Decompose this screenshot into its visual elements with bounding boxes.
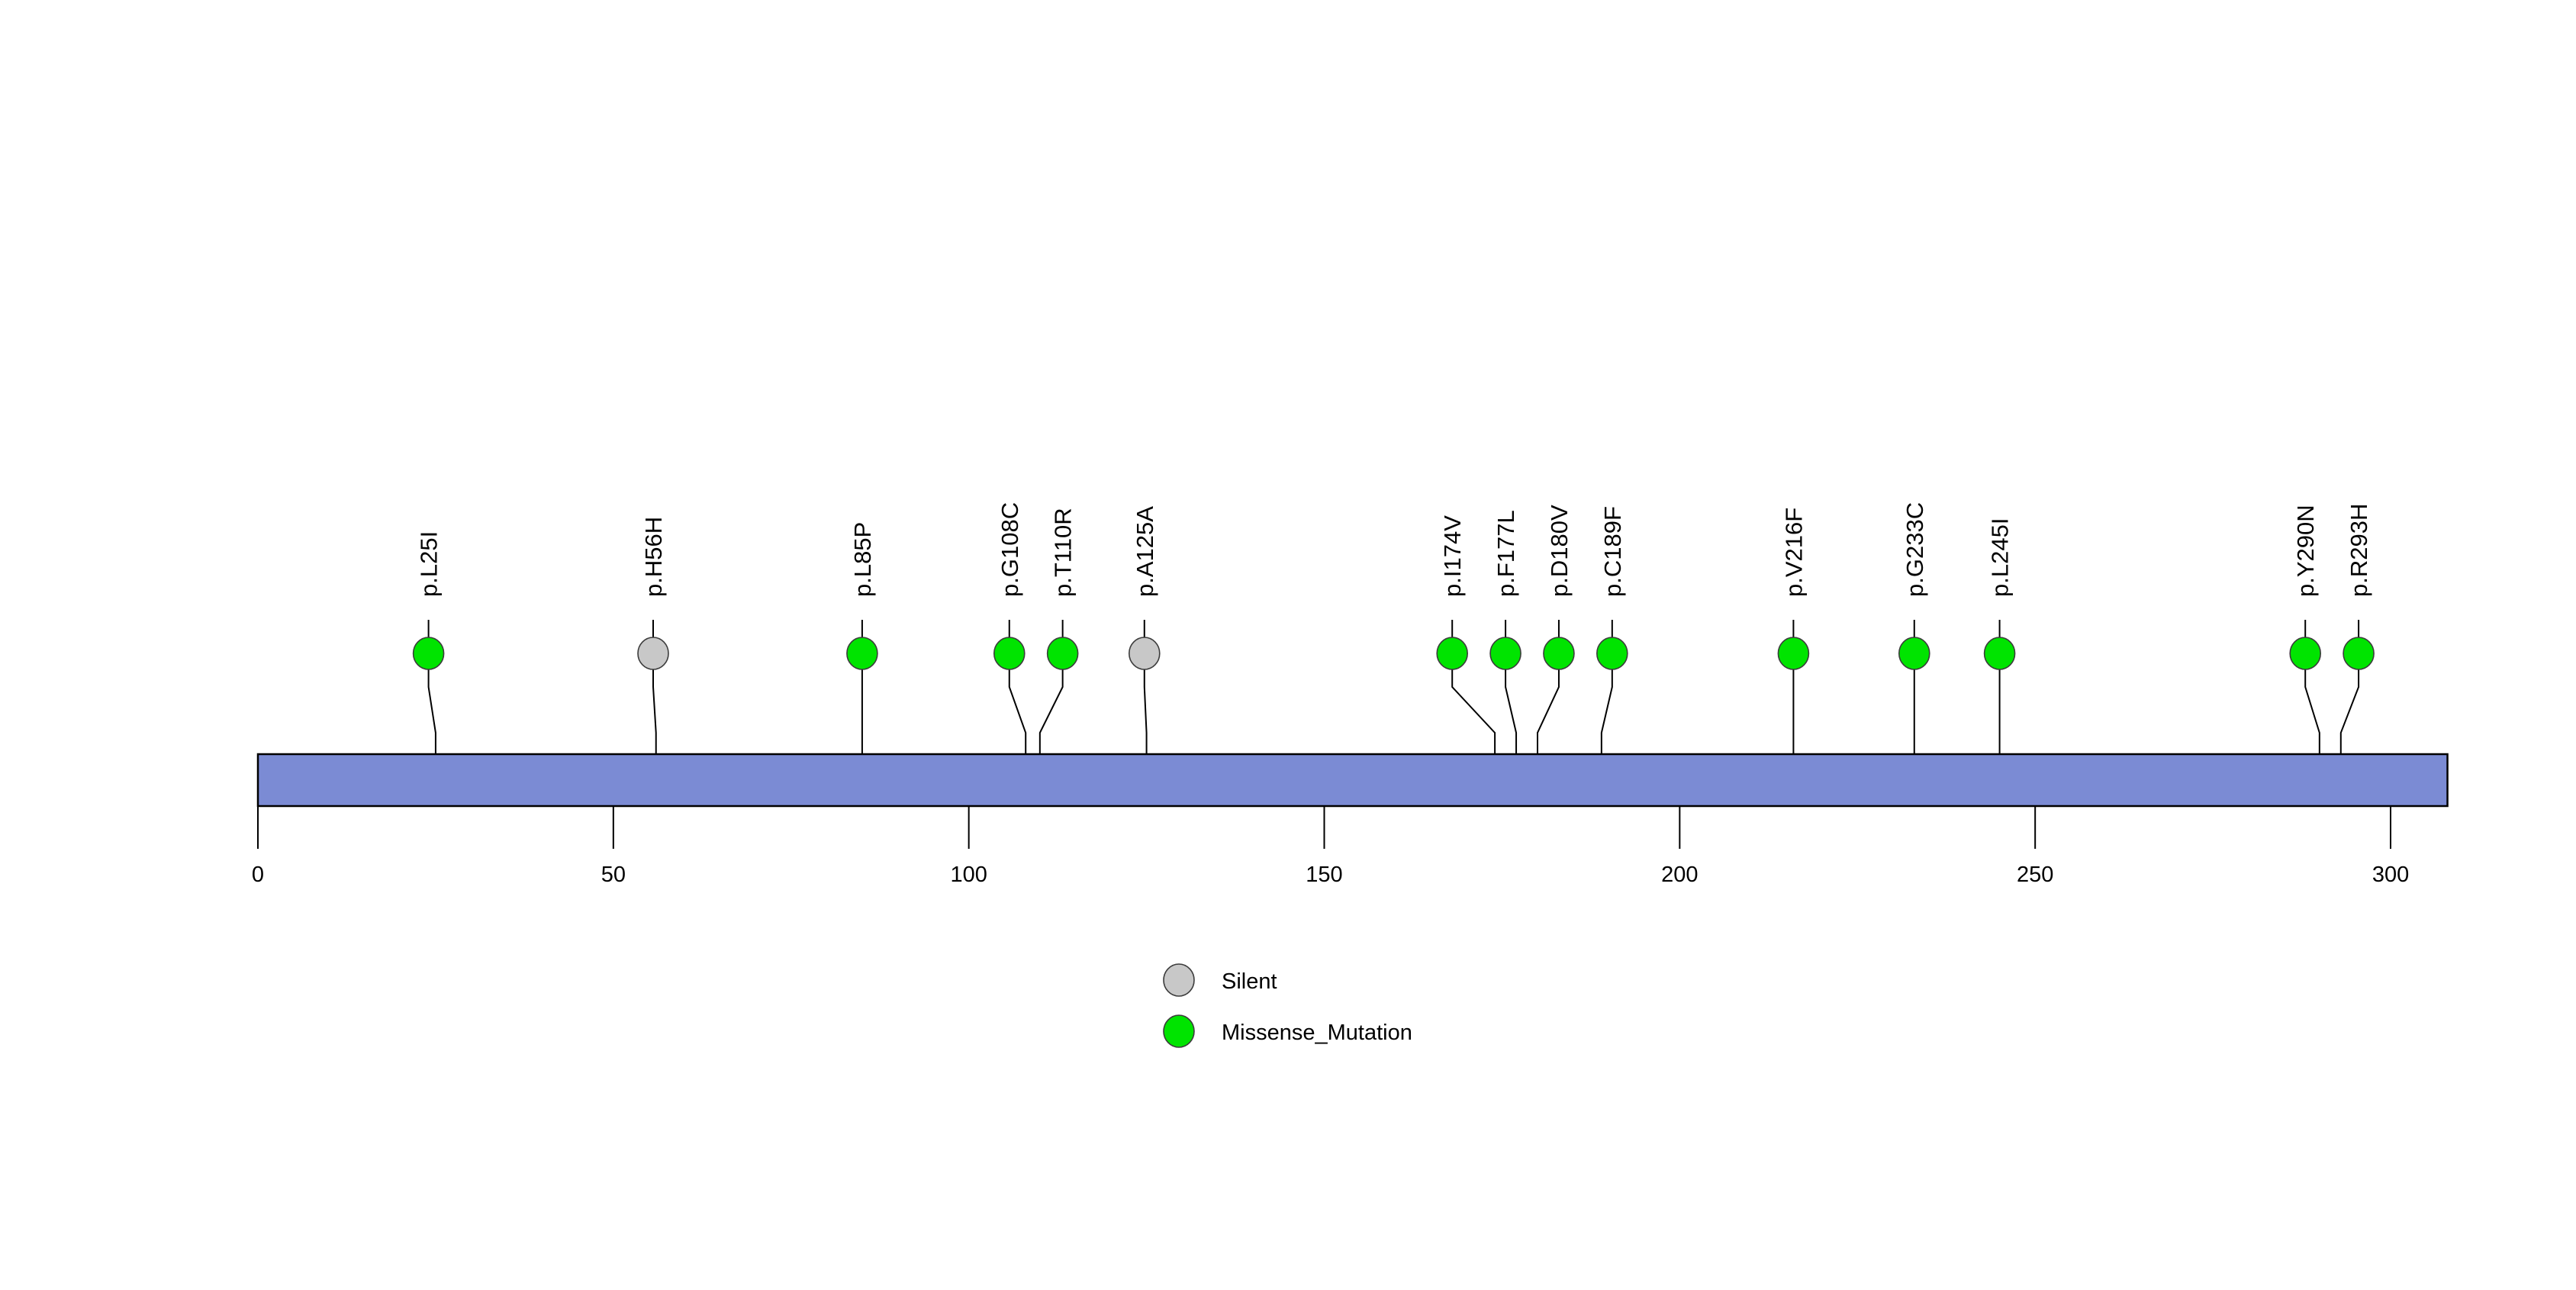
mutation-label: p.L85P [849, 522, 876, 597]
mutation-label: p.D180V [1546, 505, 1573, 597]
axis-tick-label: 250 [2017, 863, 2053, 887]
mutation-marker[interactable] [1046, 637, 1079, 670]
mutation-label: p.T110R [1050, 508, 1077, 597]
mutation-label: p.C189F [1599, 506, 1626, 597]
mutation-markers-group [412, 637, 2375, 670]
axis-tick-label: 300 [2372, 863, 2409, 887]
axis-tick-label: 150 [1306, 863, 1342, 887]
legend-marker[interactable] [1163, 963, 1195, 997]
protein-domain-bar [256, 753, 2449, 808]
mutation-marker[interactable] [1128, 637, 1161, 670]
mutation-marker[interactable] [2343, 637, 2375, 670]
axis-tick-label: 100 [950, 863, 987, 887]
mutation-label: p.L245I [1987, 518, 2014, 597]
legend-marker[interactable] [1163, 1014, 1195, 1048]
legend-label: Missense_Mutation [1222, 1021, 1412, 1045]
position-axis-group: 0 50 100 150 200 250 300 [252, 806, 2409, 887]
mutation-marker[interactable] [1777, 637, 1810, 670]
mutation-label: p.L25I [416, 531, 443, 597]
mutation-label: p.F177L [1492, 510, 1519, 597]
mutation-marker[interactable] [1489, 637, 1521, 670]
mutation-label: p.H56H [640, 517, 667, 597]
axis-tick-label: 0 [252, 863, 264, 887]
mutation-labels-group: p.L25I p.H56H p.L85P p.G108C p.T110R p.A125A p… [416, 502, 2372, 597]
mutation-label: p.A125A [1132, 506, 1158, 597]
mutation-label: p.I174V [1439, 515, 1466, 597]
mutation-label: p.G233C [1901, 502, 1928, 597]
mutation-label: p.G108C [997, 502, 1023, 597]
mutation-label: p.R293H [2346, 504, 2372, 597]
legend-label: Silent [1222, 969, 1277, 994]
mutation-marker[interactable] [1543, 637, 1575, 670]
mutation-marker[interactable] [412, 637, 445, 670]
mutation-marker[interactable] [1983, 637, 2016, 670]
mutation-marker[interactable] [1898, 637, 1930, 670]
mutation-marker[interactable] [637, 637, 669, 670]
axis-tick-label: 50 [601, 863, 626, 887]
mutation-marker[interactable] [993, 637, 1026, 670]
mutation-marker[interactable] [1436, 637, 1469, 670]
mutation-marker[interactable] [846, 637, 878, 670]
mutation-marker[interactable] [1596, 637, 1628, 670]
axis-tick-label: 200 [1661, 863, 1698, 887]
protein-domain-bar-group [256, 753, 2449, 808]
mutation-label: p.V216F [1780, 508, 1807, 597]
mutation-marker[interactable] [2289, 637, 2322, 670]
mutation-label: p.Y290N [2292, 505, 2319, 597]
